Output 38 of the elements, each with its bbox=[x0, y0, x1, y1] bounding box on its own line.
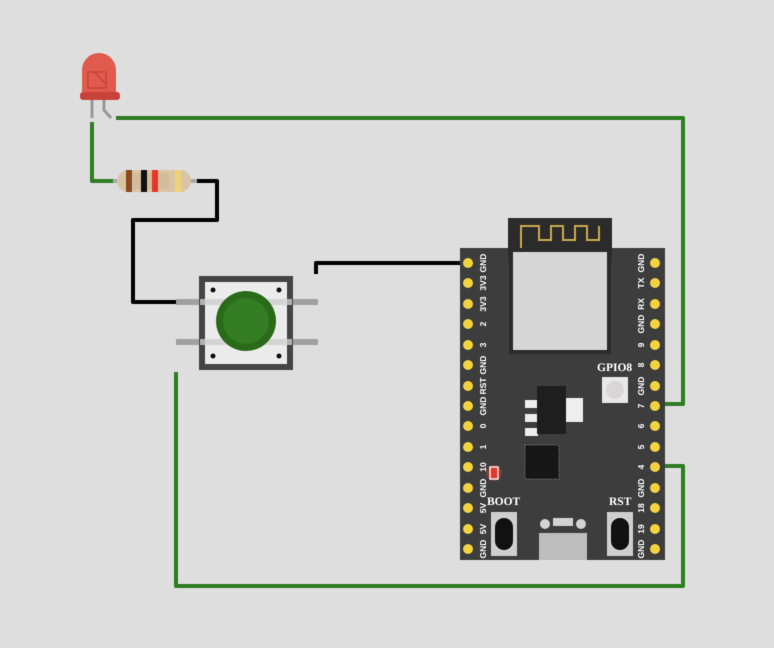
pin-label: 5V bbox=[478, 502, 488, 514]
pin-label: GND bbox=[636, 478, 646, 498]
wire bbox=[131, 179, 219, 304]
pin-label: 3 bbox=[478, 342, 488, 348]
pin-label: RX bbox=[636, 298, 646, 310]
pin-label: GND bbox=[636, 540, 646, 558]
component-label: RST bbox=[609, 497, 632, 508]
pin-label: 5 bbox=[636, 444, 646, 450]
pin-label: 19 bbox=[636, 524, 646, 534]
pin-label: 1 bbox=[478, 444, 488, 450]
pin-label: 10 bbox=[478, 462, 488, 472]
pin-label: GND bbox=[478, 254, 488, 272]
pin-label: GND bbox=[478, 356, 488, 375]
pin-label: GND bbox=[636, 254, 646, 272]
wire bbox=[116, 116, 685, 406]
pin-label: GND bbox=[636, 314, 646, 334]
pin-label: GND bbox=[636, 376, 646, 396]
pin-label: 8 bbox=[636, 362, 646, 368]
wire bbox=[314, 261, 463, 274]
pin-label: 2 bbox=[478, 322, 488, 327]
pin-label: GND bbox=[478, 396, 488, 416]
wire bbox=[90, 122, 113, 183]
pin-label: 4 bbox=[636, 464, 646, 470]
pin-label: 3V3 bbox=[478, 296, 488, 312]
pin-label: TX bbox=[636, 278, 646, 289]
pin-label: 3V3 bbox=[478, 276, 488, 291]
pin-label: 9 bbox=[636, 342, 646, 348]
component-label: BOOT bbox=[487, 497, 520, 508]
pin-label: GND bbox=[478, 478, 488, 498]
pin-label: GND bbox=[478, 540, 488, 558]
pin-label: 0 bbox=[478, 424, 488, 429]
pin-label: 6 bbox=[636, 424, 646, 429]
pin-label: 5V bbox=[478, 523, 488, 534]
pin-label: 7 bbox=[636, 404, 646, 408]
wire bbox=[174, 372, 685, 588]
pin-label: RST bbox=[478, 377, 488, 394]
pin-label: 18 bbox=[636, 503, 646, 513]
component-label: GPIO8 bbox=[597, 363, 632, 374]
